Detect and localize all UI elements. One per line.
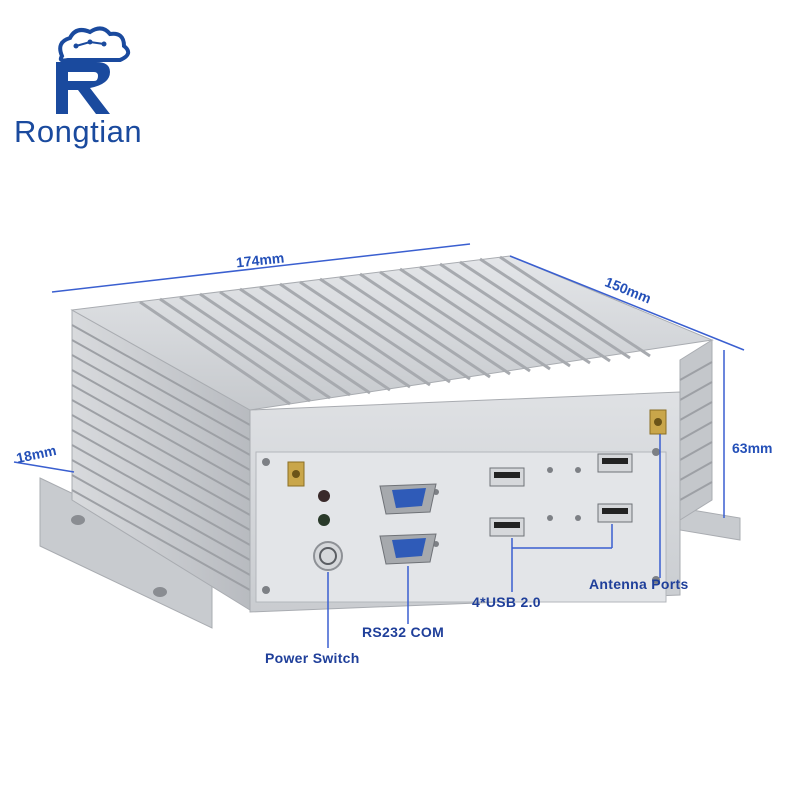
power-switch [313,541,343,571]
label-rs232-com: RS232 COM [362,624,445,640]
dim-line-width [51,243,471,293]
dim-line-flange [13,461,75,473]
dimension-height: 63mm [732,440,773,456]
com-port-2 [379,533,437,565]
led-hdd [318,514,330,526]
brand-name: Rongtian [14,114,143,149]
antenna-port-left [287,461,305,487]
led-power [318,490,330,502]
io-plate [255,451,667,603]
label-antenna-ports: Antenna Ports [589,576,689,592]
dim-line-depth [509,255,745,351]
brand-logo [10,18,170,168]
com-port-1 [379,483,437,515]
antenna-port-right [649,409,667,435]
label-power-switch: Power Switch [265,650,360,666]
label-usb: 4*USB 2.0 [472,594,541,610]
